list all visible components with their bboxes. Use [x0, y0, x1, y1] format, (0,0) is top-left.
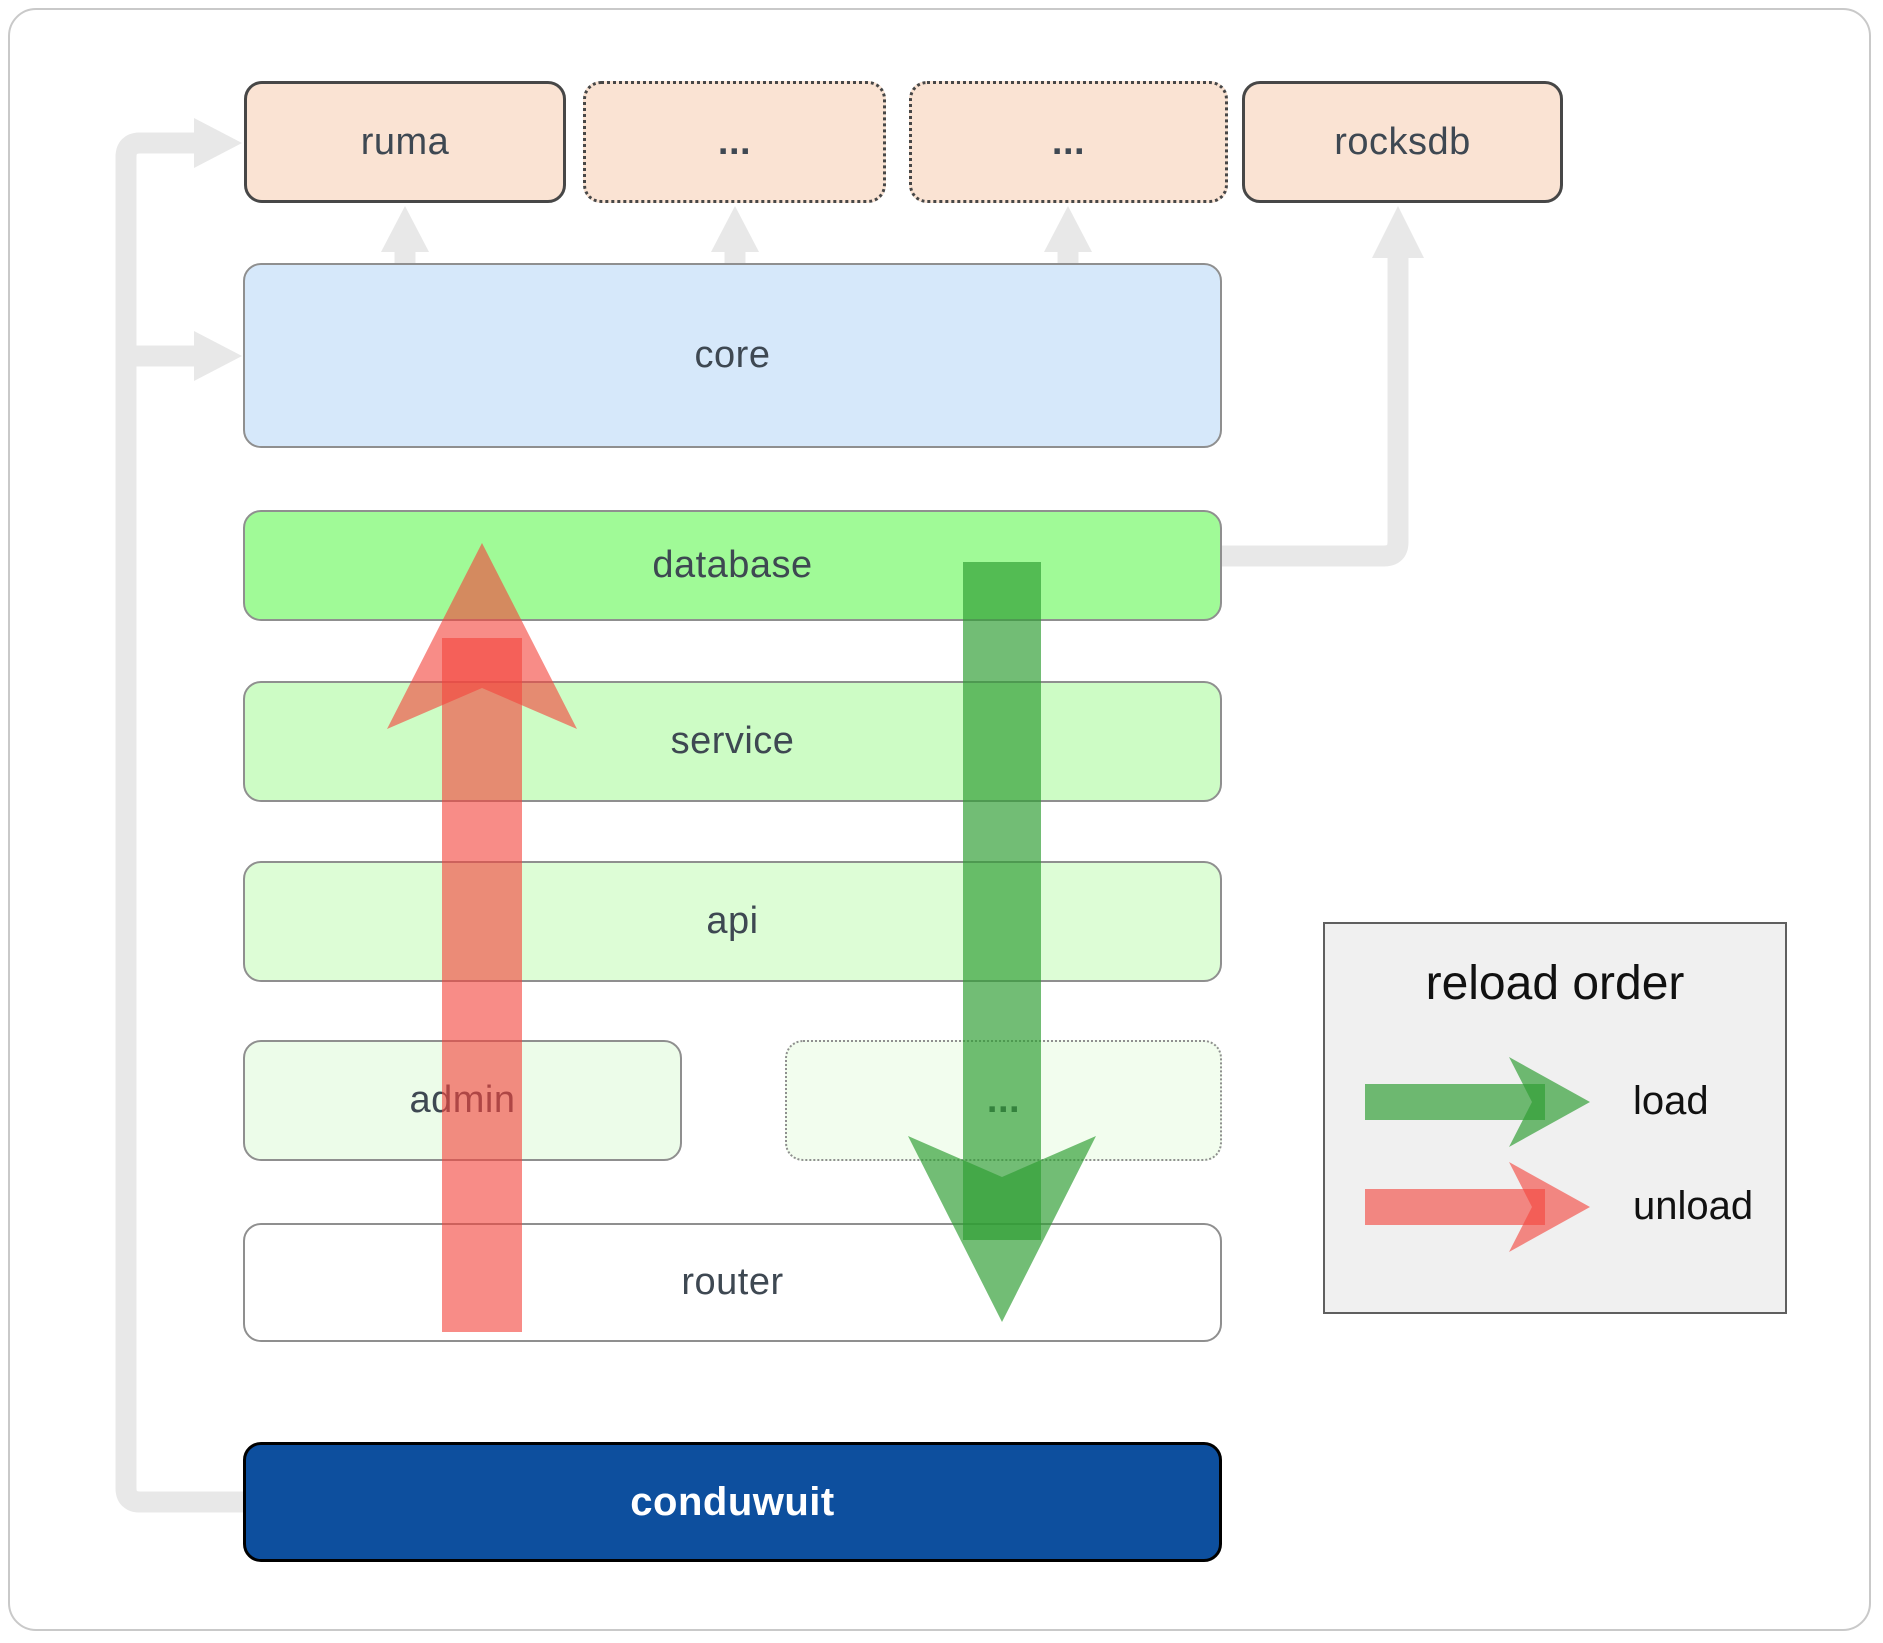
module-core: core — [243, 263, 1222, 448]
unload-arrow-icon — [1365, 1162, 1590, 1252]
module-ellipsis-top-1: ... — [583, 81, 886, 203]
module-core-label: core — [694, 334, 771, 376]
load-arrow-icon — [1365, 1057, 1590, 1147]
module-ellipsis-top-1-label: ... — [717, 120, 752, 163]
module-ellipsis-top-2: ... — [909, 81, 1228, 203]
module-ellipsis-top-2-label: ... — [1051, 120, 1086, 163]
module-conduwuit: conduwuit — [243, 1442, 1222, 1562]
module-rocksdb-label: rocksdb — [1334, 120, 1471, 163]
module-router: router — [243, 1223, 1222, 1342]
legend-load-label: load — [1633, 1079, 1709, 1123]
module-database: database — [243, 510, 1222, 621]
module-api: api — [243, 861, 1222, 982]
legend-reload-order: reload order load unload — [1323, 922, 1787, 1314]
module-ruma-label: ruma — [360, 120, 450, 163]
legend-unload-label: unload — [1633, 1184, 1754, 1228]
module-conduwuit-label: conduwuit — [630, 1479, 835, 1524]
module-api-label: api — [706, 900, 759, 942]
module-ellipsis-mid: ... — [785, 1040, 1222, 1161]
module-service-label: service — [670, 720, 795, 762]
legend-title: reload order — [1425, 957, 1685, 1010]
module-service: service — [243, 681, 1222, 802]
module-database-label: database — [652, 544, 813, 586]
module-admin-label: admin — [409, 1079, 516, 1121]
module-rocksdb: rocksdb — [1242, 81, 1563, 203]
module-router-label: router — [681, 1261, 784, 1303]
module-ellipsis-mid-label: ... — [986, 1079, 1021, 1121]
diagram-outer-border — [8, 8, 1871, 1631]
module-admin: admin — [243, 1040, 682, 1161]
module-ruma: ruma — [244, 81, 566, 203]
